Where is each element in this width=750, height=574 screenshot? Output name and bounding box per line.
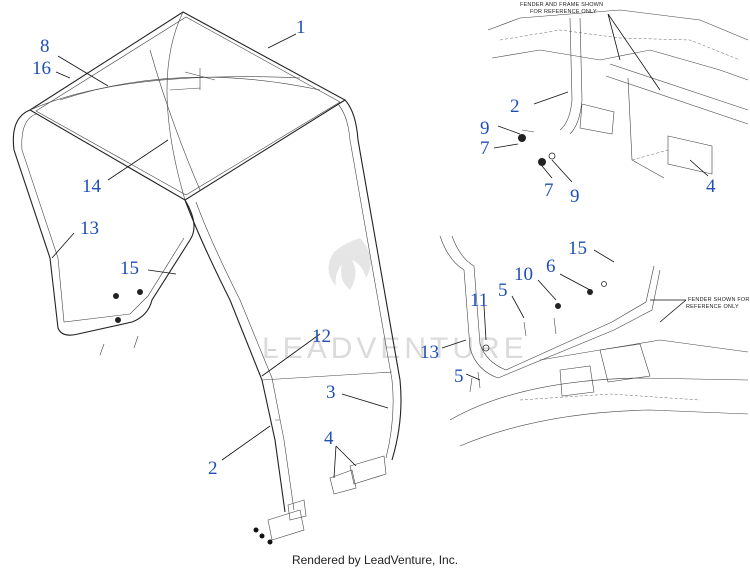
inset-mount-plate (667, 135, 713, 175)
inset-washer (548, 152, 556, 160)
inset-bottom-right: FENDER SHOWN FOR REFERENCE ONLY (439, 235, 750, 447)
roof-bow-mid (59, 76, 321, 101)
callout-br-5b: 5 (454, 366, 464, 387)
roof-bow-side (149, 49, 201, 191)
frame-rail-lower (605, 75, 749, 125)
inset-leg-tube (559, 17, 573, 131)
br-washer (482, 344, 490, 352)
callout-br-10: 10 (514, 264, 533, 285)
inset-ghost-line (631, 149, 669, 161)
front-leg-left (184, 199, 286, 513)
front-leg-right-inner (337, 103, 394, 459)
inset-leg-tube-inner (569, 17, 583, 135)
canopy-frame (12, 11, 402, 545)
callout-main-15: 15 (120, 258, 139, 279)
bolts-rear (99, 335, 139, 356)
main-leaders (51, 33, 389, 479)
br-bracket-2 (559, 365, 595, 397)
callout-br-15: 15 (568, 238, 587, 259)
rear-hoop-left (12, 109, 195, 336)
front-leg-left-inner (195, 201, 295, 511)
br-rail-inner (505, 265, 655, 371)
callout-br-5a: 5 (498, 280, 508, 301)
inset-nut-lower (538, 158, 546, 166)
callout-br-6: 6 (546, 256, 556, 277)
callout-main-12: 12 (312, 326, 331, 347)
br-fender-ghost (519, 393, 701, 401)
leg-clamps (268, 349, 280, 421)
frame-rail-upper (609, 63, 749, 111)
main-fasteners (99, 289, 273, 545)
rear-hoop-left-inner (21, 113, 185, 323)
mount-bracket-left (267, 509, 305, 541)
mount-bracket-side (349, 455, 387, 485)
lower-cross-tube (261, 371, 393, 381)
watermark-flame-icon (328, 238, 371, 290)
callout-br-11: 11 (470, 290, 488, 311)
callout-main-16: 16 (32, 58, 51, 79)
fender-ghost (499, 29, 741, 61)
callout-tr-4: 4 (706, 176, 716, 197)
mount-bracket-front (329, 469, 357, 495)
roof-perimeter-inner (35, 16, 341, 196)
note-top-line1: FENDER AND FRAME SHOWN (520, 2, 603, 8)
roof-bow-front (29, 76, 301, 111)
roof-bow-center (166, 11, 186, 201)
fender-outline-top (487, 9, 749, 41)
callout-main-13: 13 (80, 218, 99, 239)
br-nut (555, 303, 561, 309)
callout-main-8: 8 (40, 36, 50, 57)
front-leg-right (344, 99, 402, 461)
callout-tr-9a: 9 (480, 118, 490, 139)
inset-top-right: FENDER AND FRAME SHOWN FOR REFERENCE ONL… (487, 2, 749, 183)
callout-main-14: 14 (82, 176, 102, 197)
br-nut-2 (587, 289, 593, 295)
callout-br-13: 13 (420, 342, 439, 363)
callout-main-2: 2 (208, 458, 218, 479)
br-bolts-left (469, 371, 481, 393)
callout-main-4: 4 (324, 428, 334, 449)
note-bottom-line2: REFERENCE ONLY (686, 304, 739, 310)
br-bolts (523, 317, 557, 337)
br-hoop-tube-inner (451, 235, 507, 371)
frame-upright (627, 77, 665, 179)
roof-cross-brace (169, 68, 216, 91)
fender-outline-mid (491, 49, 749, 81)
callout-main-3: 3 (326, 382, 336, 403)
callout-labels: 1 8 16 14 13 15 12 3 2 4 2 9 7 7 9 4 15 … (32, 17, 716, 479)
callout-tr-7b: 7 (544, 180, 554, 201)
inset-nut-upper (518, 134, 526, 142)
br-rail (497, 269, 661, 379)
br-washer-2 (601, 281, 607, 287)
inset-bolt (521, 129, 535, 133)
br-fender-top (539, 339, 749, 361)
callout-tr-9b: 9 (570, 186, 580, 207)
mount-bracket-left-plate (287, 499, 307, 521)
roof-perimeter (28, 11, 347, 201)
note-top-line2: FOR REFERENCE ONLY (530, 9, 597, 15)
callout-main-1: 1 (296, 17, 306, 38)
footer-credit: Rendered by LeadVenture, Inc. (291, 553, 459, 567)
inset-leg-bracket (579, 103, 615, 135)
callout-tr-7a: 7 (480, 138, 490, 159)
note-bottom-line1: FENDER SHOWN FOR (688, 297, 750, 303)
callout-tr-2: 2 (510, 96, 520, 117)
br-bracket (599, 343, 651, 383)
br-fender-edge (449, 377, 749, 421)
br-hoop-tube (439, 235, 499, 379)
br-fender-edge-lower (459, 409, 749, 447)
